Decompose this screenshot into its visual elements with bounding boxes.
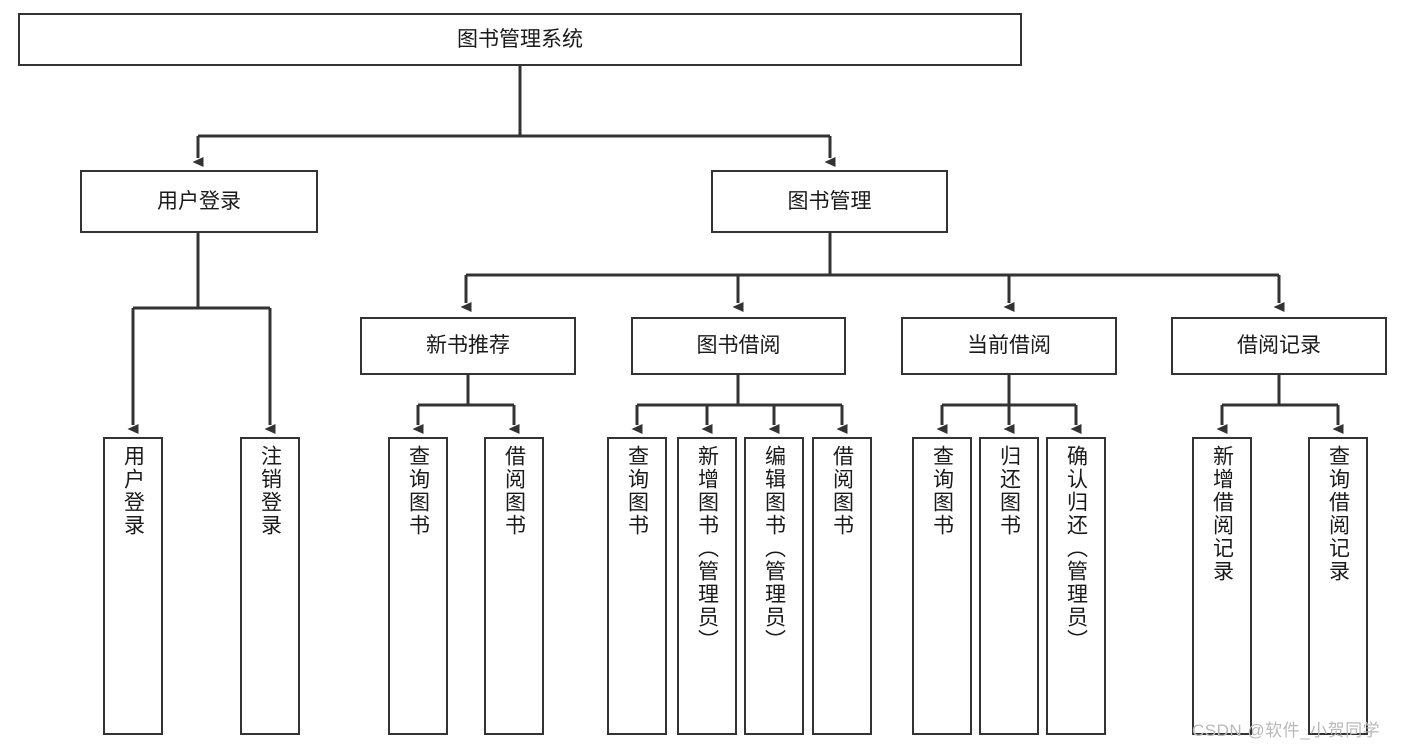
node-book-borrow-label: 图书借阅 (696, 334, 781, 358)
leaf-query-record-label: 查询借阅记录 (1326, 445, 1350, 583)
node-borrow-record-label: 借阅记录 (1237, 334, 1321, 358)
leaf-add-book-label: 新增图书（管理员） (695, 445, 719, 652)
leaf-confirm-return[interactable]: 确认归还（管理员） (1046, 437, 1106, 735)
leaf-query-book-2-label: 查询图书 (625, 445, 649, 537)
node-user-login[interactable]: 用户登录 (80, 170, 318, 233)
leaf-query-record[interactable]: 查询借阅记录 (1308, 437, 1368, 735)
leaf-user-login[interactable]: 用户登录 (103, 437, 163, 735)
node-root-label: 图书管理系统 (457, 27, 583, 51)
leaf-query-book-3[interactable]: 查询图书 (912, 437, 972, 735)
leaf-return-book-label: 归还图书 (997, 445, 1021, 537)
leaf-logout[interactable]: 注销登录 (240, 437, 300, 735)
leaf-query-book-3-label: 查询图书 (930, 445, 954, 537)
leaf-confirm-return-label: 确认归还（管理员） (1064, 445, 1088, 652)
leaf-return-book[interactable]: 归还图书 (979, 437, 1039, 735)
leaf-logout-label: 注销登录 (258, 445, 282, 537)
node-book-borrow[interactable]: 图书借阅 (631, 317, 846, 375)
node-book-manage-label: 图书管理 (787, 189, 872, 213)
node-current-borrow-label: 当前借阅 (967, 334, 1051, 358)
leaf-add-record[interactable]: 新增借阅记录 (1192, 437, 1252, 735)
leaf-borrow-book-1[interactable]: 借阅图书 (484, 437, 544, 735)
leaf-query-book-2[interactable]: 查询图书 (607, 437, 667, 735)
node-user-login-label: 用户登录 (157, 189, 241, 213)
leaf-query-book-1[interactable]: 查询图书 (388, 437, 448, 735)
leaf-borrow-book-1-label: 借阅图书 (502, 445, 526, 537)
leaf-add-record-label: 新增借阅记录 (1210, 445, 1234, 583)
leaf-edit-book[interactable]: 编辑图书（管理员） (744, 437, 804, 735)
leaf-query-book-1-label: 查询图书 (406, 445, 430, 537)
leaf-borrow-book-2-label: 借阅图书 (830, 445, 854, 537)
leaf-borrow-book-2[interactable]: 借阅图书 (812, 437, 872, 735)
node-borrow-record[interactable]: 借阅记录 (1171, 317, 1387, 375)
node-book-manage[interactable]: 图书管理 (711, 170, 948, 233)
node-root[interactable]: 图书管理系统 (18, 13, 1022, 66)
node-current-borrow[interactable]: 当前借阅 (901, 317, 1117, 375)
node-new-book-rec[interactable]: 新书推荐 (360, 317, 576, 375)
leaf-edit-book-label: 编辑图书（管理员） (762, 445, 786, 652)
leaf-user-login-label: 用户登录 (121, 445, 145, 537)
csdn-watermark: CSDN @软件_小贺同学 (1192, 721, 1381, 740)
leaf-add-book[interactable]: 新增图书（管理员） (677, 437, 737, 735)
node-new-book-rec-label: 新书推荐 (426, 334, 510, 358)
